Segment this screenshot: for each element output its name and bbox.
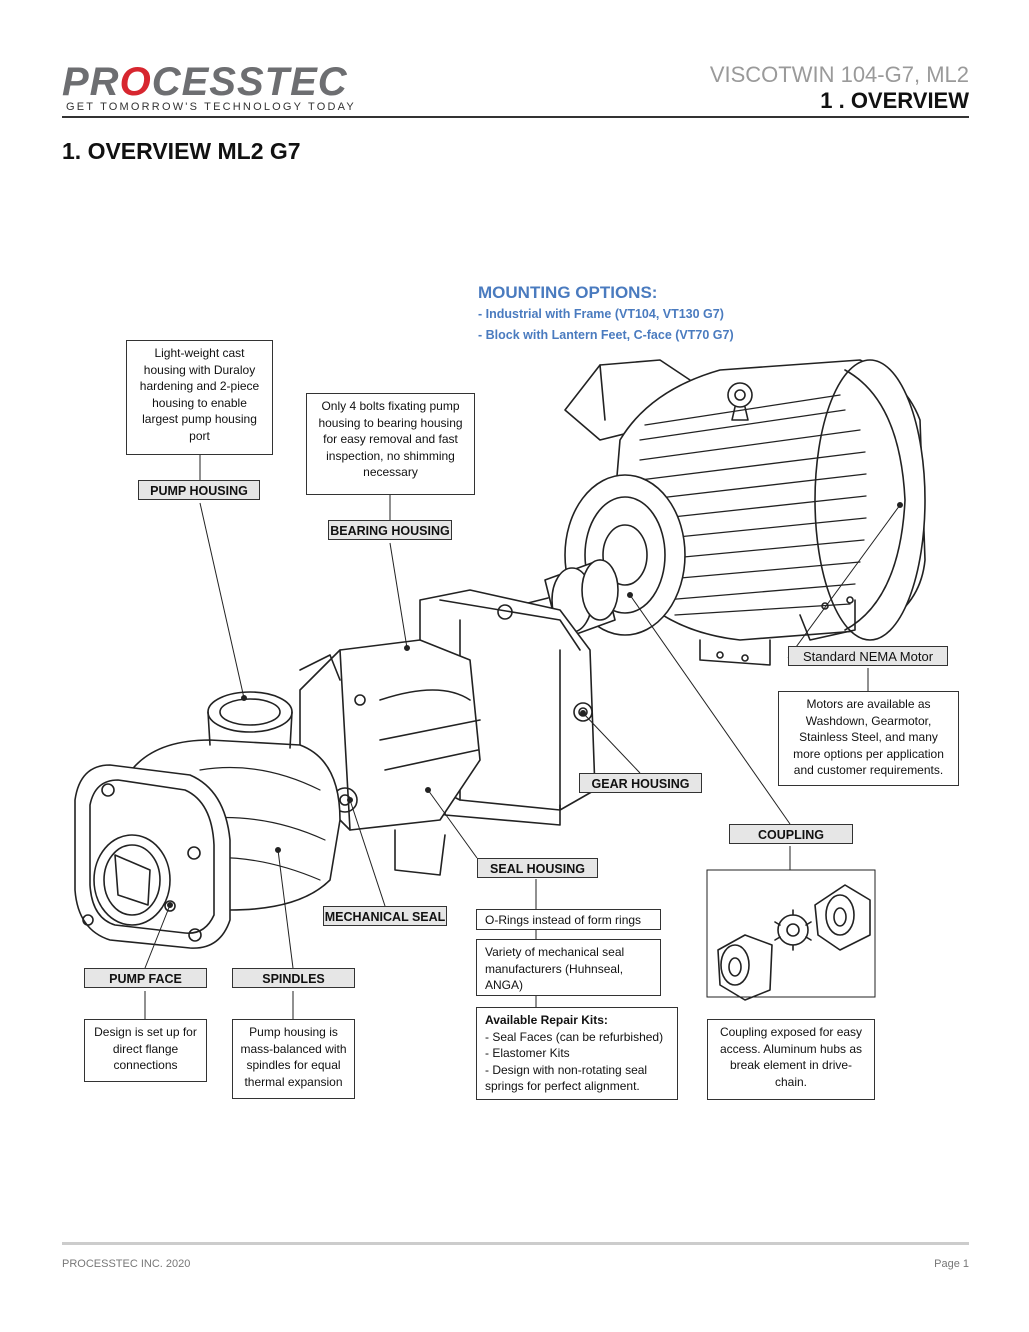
page-title: 1. OVERVIEW ML2 G7: [62, 138, 301, 164]
document-title: VISCOTWIN 104-G7, ML2: [709, 62, 969, 87]
seal-housing-tag: SEAL HOUSING: [477, 858, 598, 878]
repair-kit-item: - Elastomer Kits: [485, 1046, 570, 1060]
pump-housing-tag: PUMP HOUSING: [138, 480, 260, 500]
pump-housing-note: Light-weight cast housing with Duraloy h…: [126, 340, 273, 455]
processtec-logo: PROCESSTEC: [62, 60, 348, 104]
pump-face-illustration: [74, 764, 231, 949]
document-section: 1 . OVERVIEW: [820, 88, 969, 113]
repair-kits-note: Available Repair Kits: - Seal Faces (can…: [476, 1007, 678, 1100]
bearing-housing-note: Only 4 bolts fixating pump housing to be…: [306, 393, 475, 495]
coupling-detail-frame: [706, 869, 876, 998]
gear-housing-tag: GEAR HOUSING: [579, 773, 702, 793]
repair-kit-item: - Design with non-rotating seal springs …: [485, 1062, 648, 1094]
repair-kits-title: Available Repair Kits:: [485, 1013, 608, 1027]
coupling-note: Coupling exposed for easy access. Alumin…: [707, 1019, 875, 1100]
seal-variety-note: Variety of mechanical seal manufacturers…: [476, 939, 661, 996]
coupling-detail-illustration: [717, 884, 871, 1001]
motor-tag: Standard NEMA Motor: [788, 646, 948, 666]
pump-face-note: Design is set up for direct flange conne…: [84, 1019, 207, 1082]
mounting-option-item: - Industrial with Frame (VT104, VT130 G7…: [478, 307, 724, 321]
header-divider: [62, 116, 969, 118]
page-number: Page 1: [934, 1258, 969, 1270]
motor-note: Motors are available as Washdown, Gearmo…: [778, 691, 959, 786]
logo-tagline: GET TOMORROW'S TECHNOLOGY TODAY: [66, 101, 356, 113]
spindles-note: Pump housing is mass-balanced with spind…: [232, 1019, 355, 1099]
footer-copyright: PROCESSTEC INC. 2020: [62, 1258, 191, 1270]
pump-face-tag: PUMP FACE: [84, 968, 207, 988]
leader-lines: [144, 455, 903, 1019]
seal-orings-note: O-Rings instead of form rings: [476, 909, 661, 930]
motor-illustration: [564, 359, 926, 666]
repair-kit-item: - Seal Faces (can be refurbished): [485, 1029, 664, 1044]
bearing-housing-tag: BEARING HOUSING: [328, 520, 452, 540]
mounting-option-item: - Block with Lantern Feet, C-face (VT70 …: [478, 328, 734, 342]
footer-divider: [62, 1242, 969, 1245]
coupling-tag: COUPLING: [729, 824, 853, 844]
spindles-tag: SPINDLES: [232, 968, 355, 988]
mechanical-seal-tag: MECHANICAL SEAL: [323, 906, 447, 926]
mounting-options-title: MOUNTING OPTIONS:: [478, 283, 658, 302]
